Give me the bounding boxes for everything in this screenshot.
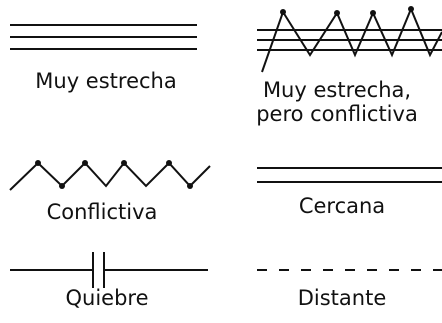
conflict-vertex-5 bbox=[166, 160, 172, 166]
conflict-vertex-3 bbox=[82, 160, 88, 166]
conflict-vertex-6 bbox=[187, 183, 193, 189]
label-close: Cercana bbox=[298, 194, 386, 218]
conflict-vertex-1 bbox=[35, 160, 41, 166]
very-close-conflict-vertex-4 bbox=[408, 6, 414, 12]
very-close-conflict-vertex-1 bbox=[280, 9, 286, 15]
label-broken: Quiebre bbox=[65, 286, 149, 310]
label-very-close: Muy estrecha bbox=[35, 69, 177, 93]
label-very-close-conflict: Muy estrecha, pero conflictiva bbox=[256, 78, 418, 126]
very-close-conflict-zigzag bbox=[261, 6, 442, 73]
conflict-vertex-2 bbox=[59, 183, 65, 189]
label-distant: Distante bbox=[297, 286, 387, 310]
very-close-conflict-vertex-2 bbox=[334, 10, 340, 16]
very-close-conflict-vertex-3 bbox=[370, 10, 376, 16]
label-conflict: Conflictiva bbox=[46, 200, 158, 224]
conflict-vertex-4 bbox=[121, 160, 127, 166]
conflict-zigzag bbox=[9, 161, 211, 191]
